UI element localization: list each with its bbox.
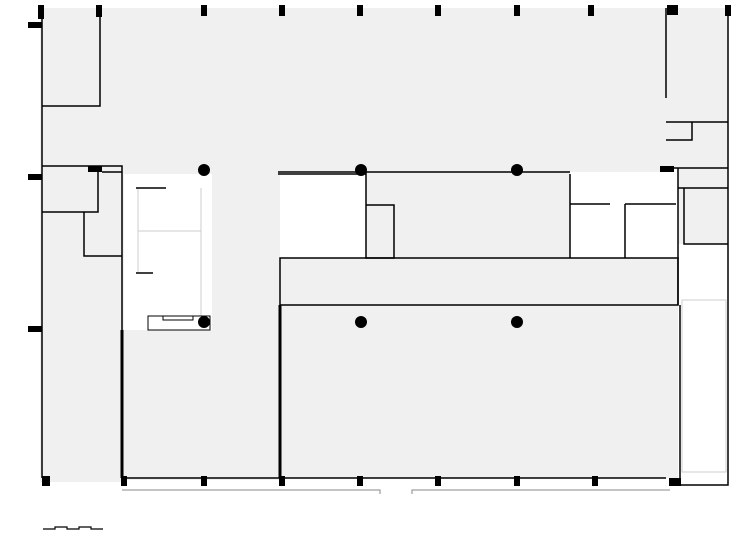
service-rooms [570, 174, 676, 258]
walls [41, 8, 729, 494]
middle-room [366, 172, 570, 258]
column [511, 164, 523, 176]
floor-areas [40, 8, 728, 482]
middle-band [280, 258, 678, 305]
column [355, 316, 367, 328]
right-strip-top [666, 8, 728, 168]
columns [28, 5, 731, 486]
lower-main-room [280, 305, 678, 478]
scale-bar [43, 526, 103, 530]
column [355, 164, 367, 176]
stair-area [124, 174, 212, 330]
right-stair-area [681, 299, 727, 473]
column [198, 164, 210, 176]
stair-core [124, 174, 727, 473]
column [511, 316, 523, 328]
upper-hall [100, 8, 666, 172]
right-rooms [678, 168, 728, 244]
column [198, 316, 210, 328]
left-strip [40, 8, 122, 482]
